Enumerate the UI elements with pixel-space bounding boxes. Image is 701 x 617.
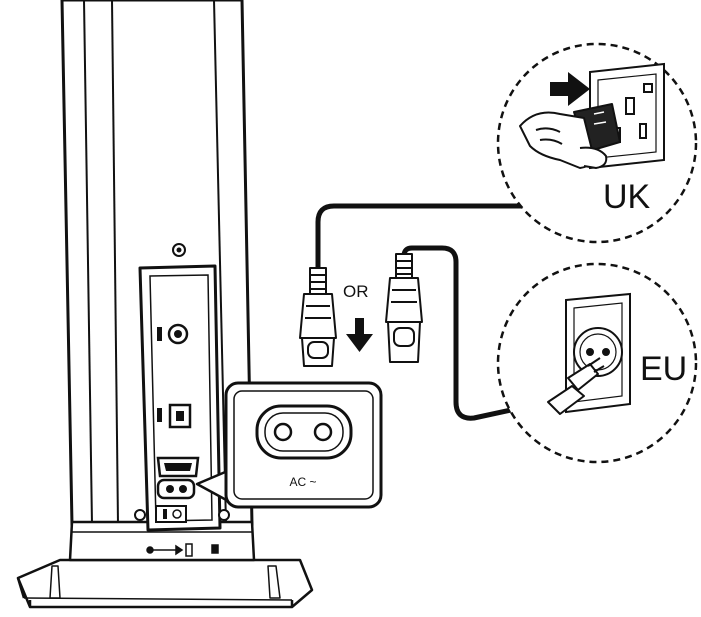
push-arrow-icon <box>550 72 590 106</box>
panel-screws <box>134 509 230 521</box>
connector-right <box>385 253 423 363</box>
screw-icon <box>172 243 186 257</box>
rear-panel <box>134 264 230 532</box>
connector-left <box>299 267 337 367</box>
tower-base <box>16 558 314 609</box>
hdmi-port <box>156 456 200 478</box>
ac-socket-callout: AC ~ <box>195 381 383 509</box>
eu-callout: EU <box>496 262 698 464</box>
aux-input-port <box>157 323 189 345</box>
ac-socket-large <box>255 404 353 460</box>
or-label: OR <box>343 282 369 301</box>
eu-plug <box>547 357 605 415</box>
uk-label: UK <box>603 178 651 216</box>
power-switch <box>155 505 187 523</box>
down-arrow-icon <box>346 318 373 352</box>
ac-label: AC ~ <box>289 475 316 489</box>
optical-input-port <box>157 403 192 429</box>
ac-socket-small <box>156 478 196 500</box>
hand-inserting-uk-plug <box>519 103 621 169</box>
eu-label: EU <box>640 350 687 388</box>
uk-callout: UK <box>496 42 698 244</box>
usb-bluetooth-icons <box>146 543 219 557</box>
